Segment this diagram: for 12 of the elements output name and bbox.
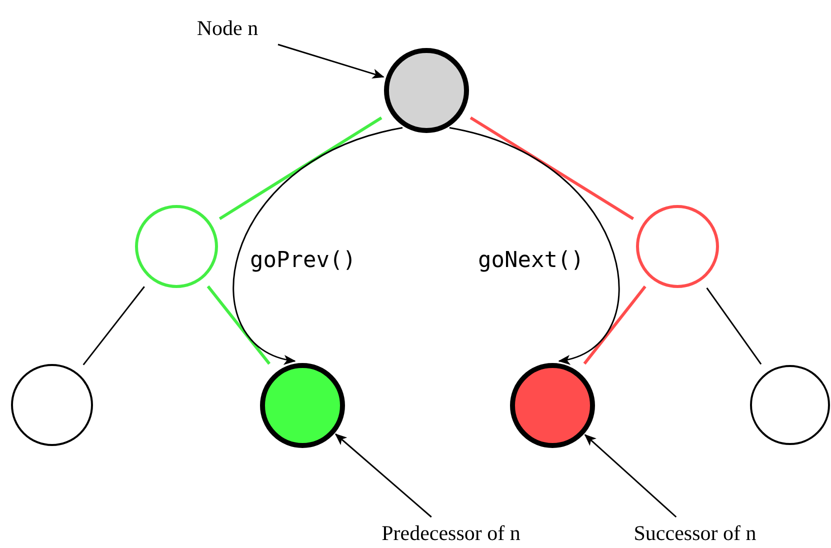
tree-edge (218, 116, 382, 220)
tree-edge (583, 286, 646, 365)
tree-edge (82, 286, 145, 366)
arrow (584, 434, 677, 518)
tree-edge (470, 116, 634, 220)
arrow (334, 433, 432, 518)
tree-edge (706, 288, 762, 365)
callout-text: Predecessor of n (382, 520, 520, 548)
tree-edge (206, 285, 271, 365)
arrow (278, 44, 384, 78)
callout-text: Node n (196, 15, 258, 42)
callout-text: Successor of n (634, 520, 756, 548)
